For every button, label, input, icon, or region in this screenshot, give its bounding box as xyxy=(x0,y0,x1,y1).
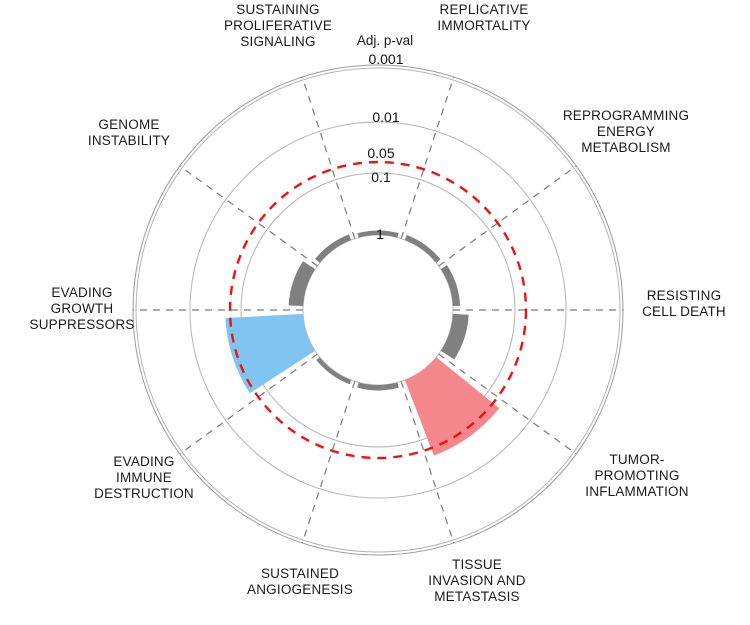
polar-bar-tumor-promoting-inflammation[interactable]: TUMOR-PROMOTING INFLAMMATION: 0.035 xyxy=(404,357,500,456)
grid-circle-1 xyxy=(302,234,454,386)
grid-circle-0.01 xyxy=(189,121,567,499)
category-label-line: INSTABILITY xyxy=(88,133,170,148)
tick-0-01: 0.01 xyxy=(372,109,399,125)
category-label-line: EVADING xyxy=(51,285,112,300)
grid-circle-0.001 xyxy=(135,67,621,553)
polar-bar-evading-immune-destruction[interactable]: EVADING IMMUNE DESTRUCTION: 0.04 xyxy=(225,313,316,394)
radial-tick-label-group: 0.001 0.01 0.05 0.1 1 xyxy=(367,51,403,242)
radial-axis-title: Adj. p-val xyxy=(357,33,413,48)
category-label-line: SIGNALING xyxy=(240,34,315,49)
spoke-divider xyxy=(438,353,577,455)
tick-0-05: 0.05 xyxy=(367,145,394,161)
polar-bar-resisting-cell-death[interactable]: RESISTING CELL DEATH: 0.52 xyxy=(440,313,469,360)
polar-bar-replicative-immortality[interactable]: REPLICATIVE IMMORTALITY: 0.8 xyxy=(404,234,441,263)
significance-threshold-ring xyxy=(228,160,528,460)
category-label-line: SUSTAINED xyxy=(261,566,339,581)
spoke-divider xyxy=(400,76,455,239)
category-label-line: RESISTING xyxy=(647,288,722,303)
category-label-line: EVADING xyxy=(113,454,174,469)
category-label-line: GROWTH xyxy=(51,301,114,316)
spoke-group xyxy=(133,76,623,544)
category-label-line: CELL DEATH xyxy=(642,304,726,319)
category-label-line: SUSTAINING xyxy=(236,2,320,17)
category-label-line: ENERGY xyxy=(597,124,655,139)
tick-0-001: 0.001 xyxy=(368,51,403,67)
grid-circle-0.1 xyxy=(240,172,516,448)
spoke-divider xyxy=(301,381,356,544)
spoke-divider xyxy=(438,165,577,267)
category-label-line: IMMUNE xyxy=(116,470,172,485)
polar-bar-tissue-invasion-and-metastasis[interactable]: TISSUE INVASION AND METASTASIS: 0.8 xyxy=(357,382,399,391)
spoke-divider xyxy=(179,353,318,455)
polar-bar-reprogramming-energy-metabolism[interactable]: REPROGRAMMING ENERGY METABOLISM: 0.74 xyxy=(440,265,461,307)
category-label-line: REPLICATIVE xyxy=(440,2,529,17)
category-label-line: TISSUE xyxy=(452,557,502,572)
category-label-line: ANGIOGENESIS xyxy=(247,582,353,597)
polar-bar-sustained-angiogenesis[interactable]: SUSTAINED ANGIOGENESIS: 0.83 xyxy=(316,357,352,385)
category-label-line: INVASION AND xyxy=(428,573,525,588)
spoke-divider xyxy=(179,165,318,267)
category-label-line: TUMOR- xyxy=(609,452,664,467)
spoke-divider xyxy=(400,381,455,544)
category-label-line: SUPPRESSORS xyxy=(30,317,135,332)
category-label-line: GENOME xyxy=(98,117,159,132)
category-label-line: IMMORTALITY xyxy=(437,18,530,33)
category-label-line: PROMOTING xyxy=(594,468,679,483)
polar-bar-evading-growth-suppressors[interactable]: EVADING GROWTH SUPPRESSORS: 0.55 xyxy=(288,261,316,307)
category-label-line: DESTRUCTION xyxy=(94,486,194,501)
category-label-line: PROLIFERATIVE xyxy=(224,18,332,33)
polar-bar-sustaining-proliferative-signaling[interactable]: SUSTAINING PROLIFERATIVE SIGNALING: 0.83 xyxy=(357,230,399,238)
tick-1: 1 xyxy=(376,226,384,242)
category-label-line: METASTASIS xyxy=(434,589,520,604)
wedge-group: SUSTAINING PROLIFERATIVE SIGNALING: 0.83… xyxy=(225,230,500,456)
polar-bar-genome-instability[interactable]: GENOME INSTABILITY: 0.78 xyxy=(315,234,352,263)
category-label-line: INFLAMMATION xyxy=(585,484,688,499)
category-label-line: REPROGRAMMING xyxy=(563,108,689,123)
tick-0-1: 0.1 xyxy=(371,169,391,185)
spoke-divider xyxy=(301,76,356,239)
category-label-line: METABOLISM xyxy=(581,140,671,155)
